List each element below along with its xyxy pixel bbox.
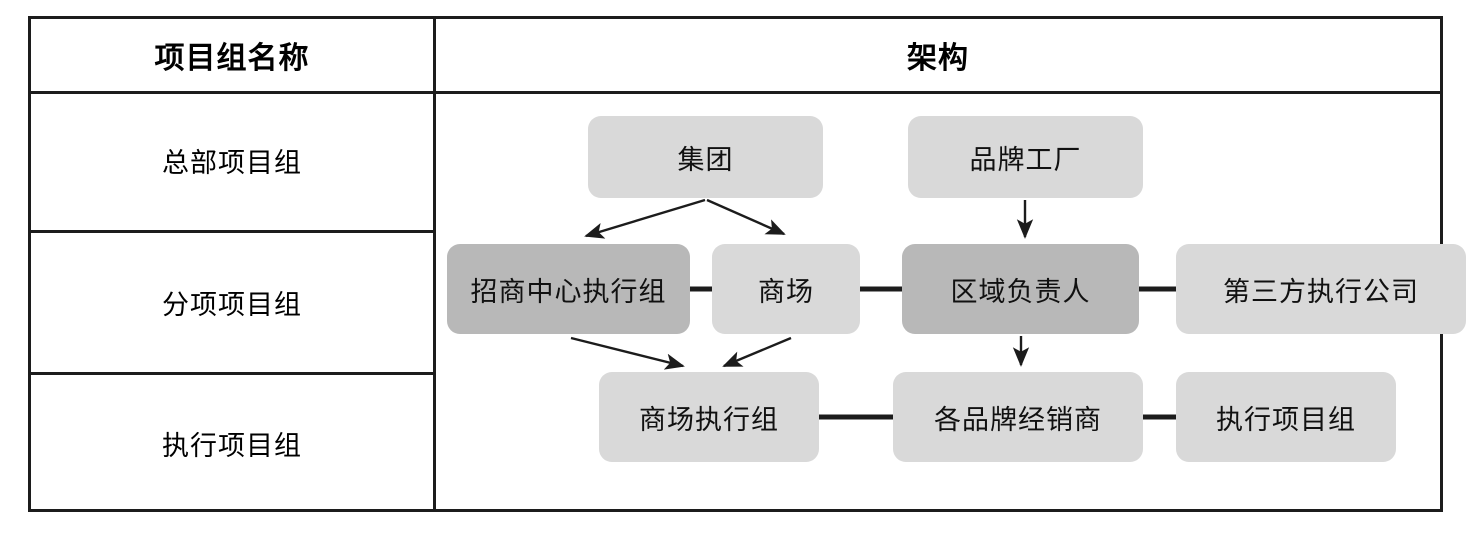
architecture-diagram: 集团 品牌工厂 招商中心执行组 商场 区域负责人 第三方执行公司 商场执行组 各… xyxy=(436,94,1466,512)
column-divider xyxy=(433,19,436,509)
node-shangchang[interactable]: 商场 xyxy=(712,244,860,334)
row-label-subproject-group: 分项项目组 xyxy=(162,290,302,320)
node-pinpai-gongchang[interactable]: 品牌工厂 xyxy=(908,116,1143,198)
row-label-headquarters-group: 总部项目组 xyxy=(162,148,302,178)
structure-table: 项目组名称 架构 总部项目组 分项项目组 执行项目组 xyxy=(28,16,1466,512)
edge-jituan-to-shangchang xyxy=(706,198,786,236)
table-header-architecture: 架构 xyxy=(907,42,969,75)
node-ge-pinpai-jingxiaoshang[interactable]: 各品牌经销商 xyxy=(893,372,1143,462)
row-label-execution-group: 执行项目组 xyxy=(162,431,302,461)
node-zhixing-xiangmuzu[interactable]: 执行项目组 xyxy=(1176,372,1396,462)
node-zhaoshang-zhongxin-zhixingzu[interactable]: 招商中心执行组 xyxy=(447,244,690,334)
node-jituan[interactable]: 集团 xyxy=(588,116,823,198)
table-header-project-group-name: 项目组名称 xyxy=(154,42,310,75)
header-bottom-rule xyxy=(31,91,1440,94)
diagram-connectors xyxy=(570,198,1176,420)
row-divider-2 xyxy=(31,372,433,375)
node-quyu-fuzeren[interactable]: 区域负责人 xyxy=(902,244,1139,334)
row-divider-1 xyxy=(31,230,433,233)
edge-zhaoshang-to-sczhixing xyxy=(570,336,685,370)
node-disanfang-zhixing-gongsi[interactable]: 第三方执行公司 xyxy=(1176,244,1466,334)
edge-jituan-to-zhaoshang xyxy=(584,198,706,239)
node-shangchang-zhixingzu[interactable]: 商场执行组 xyxy=(599,372,819,462)
edge-shangchang-to-sczhixing xyxy=(722,336,792,368)
